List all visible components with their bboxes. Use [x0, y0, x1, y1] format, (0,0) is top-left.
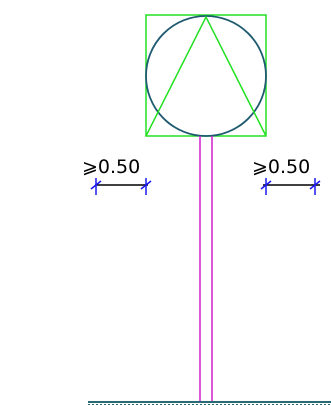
sign-head — [145, 14, 267, 137]
sign-circle — [145, 15, 267, 137]
left-dimension-tick-end — [140, 178, 152, 195]
right-clearance-dimension: ⩾0.50 — [252, 156, 321, 195]
left-dimension-label: ⩾0.50 — [82, 156, 140, 178]
right-dimension-label: ⩾0.50 — [252, 156, 310, 178]
right-dimension-tick-end — [309, 178, 321, 195]
sign-post — [199, 136, 213, 403]
right-dimension-tick-start — [260, 178, 272, 195]
left-clearance-dimension: ⩾0.50 — [82, 156, 152, 195]
left-dimension-tick-start — [90, 178, 102, 195]
sign-triangle — [145, 15, 267, 137]
ground-line — [88, 401, 331, 405]
